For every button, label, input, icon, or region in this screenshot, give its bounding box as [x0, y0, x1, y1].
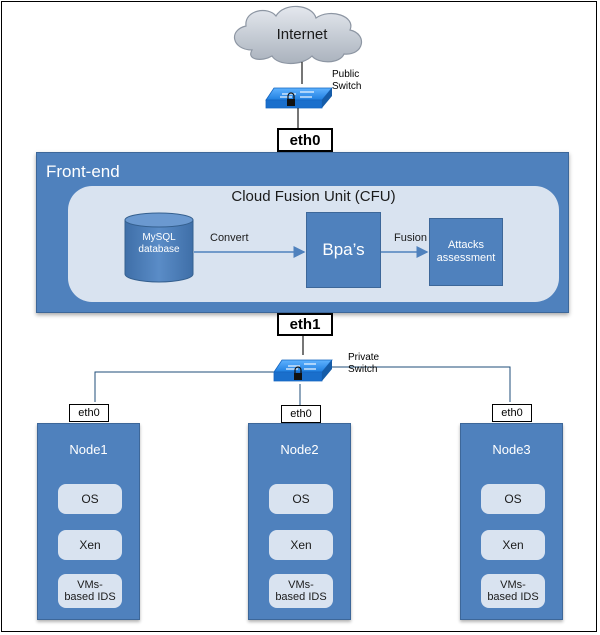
mysql-database-icon [124, 212, 194, 283]
attacks-line1: Attacks [447, 239, 485, 251]
node2-xen: Xen [269, 530, 333, 560]
node3-vm-ids: VMs-based IDS [481, 574, 545, 608]
node2-os: OS [269, 484, 333, 514]
node3-title: Node3 [492, 442, 531, 457]
branch-node1 [94, 371, 280, 402]
internet-label: Internet [276, 26, 328, 43]
node1-xen: Xen [58, 530, 122, 560]
public-switch-label: Public Switch [332, 69, 361, 93]
node1-title: Node1 [69, 442, 108, 457]
public-switch-icon [265, 87, 333, 109]
convert-label: Convert [210, 232, 249, 244]
frontend-box: Front-end Cloud Fusion Unit (CFU) MySQL … [36, 152, 569, 313]
attacks-line2: assessment [436, 252, 496, 264]
node3-vm-line1: VMs- [500, 579, 526, 591]
node3-os: OS [481, 484, 545, 514]
public-switch-label-line1: Public [332, 69, 360, 80]
node2-eth0-port: eth0 [281, 405, 321, 423]
mysql-database-label: MySQL database [124, 232, 194, 256]
fusion-arrow [381, 246, 429, 258]
branch-node3 [322, 366, 511, 402]
eth0-top-port: eth0 [277, 128, 333, 152]
node2-vm-line1: VMs- [288, 579, 314, 591]
node1-vm-ids: VMs-based IDS [58, 574, 122, 608]
cfu-box: Cloud Fusion Unit (CFU) MySQL database C… [68, 186, 559, 302]
eth1-port: eth1 [277, 313, 333, 336]
frontend-title: Front-end [46, 162, 120, 181]
node3-box: Node3 OS Xen VMs-based IDS [460, 423, 563, 620]
node1-vm-line1: VMs- [77, 579, 103, 591]
node2-vm-line2: based IDS [275, 591, 327, 603]
bpa-box: Bpa’s [306, 212, 381, 288]
private-switch-icon [273, 359, 333, 382]
public-switch-label-line2: Switch [332, 81, 362, 92]
node2-box: Node2 OS Xen VMs-based IDS [248, 423, 351, 620]
internet-cloud-icon [234, 5, 362, 65]
node1-vm-line2: based IDS [64, 591, 116, 603]
attacks-assessment-box: Attacks assessment [429, 218, 503, 286]
private-switch-label: Private Switch [348, 352, 379, 376]
private-switch-label-line2: Switch [348, 364, 378, 375]
fusion-label: Fusion [394, 232, 428, 244]
cfu-title: Cloud Fusion Unit (CFU) [231, 188, 396, 205]
private-switch-label-line1: Private [348, 352, 380, 363]
node3-vm-line2: based IDS [487, 591, 539, 603]
convert-arrow [194, 246, 306, 258]
node1-os: OS [58, 484, 122, 514]
node1-box: Node1 OS Xen VMs-based IDS [37, 423, 140, 620]
db-line1: MySQL [142, 232, 176, 243]
node2-title: Node2 [280, 442, 319, 457]
db-line2: database [138, 244, 180, 255]
node3-eth0-port: eth0 [492, 404, 532, 422]
node1-eth0-port: eth0 [69, 404, 109, 422]
node2-vm-ids: VMs-based IDS [269, 574, 333, 608]
node3-xen: Xen [481, 530, 545, 560]
